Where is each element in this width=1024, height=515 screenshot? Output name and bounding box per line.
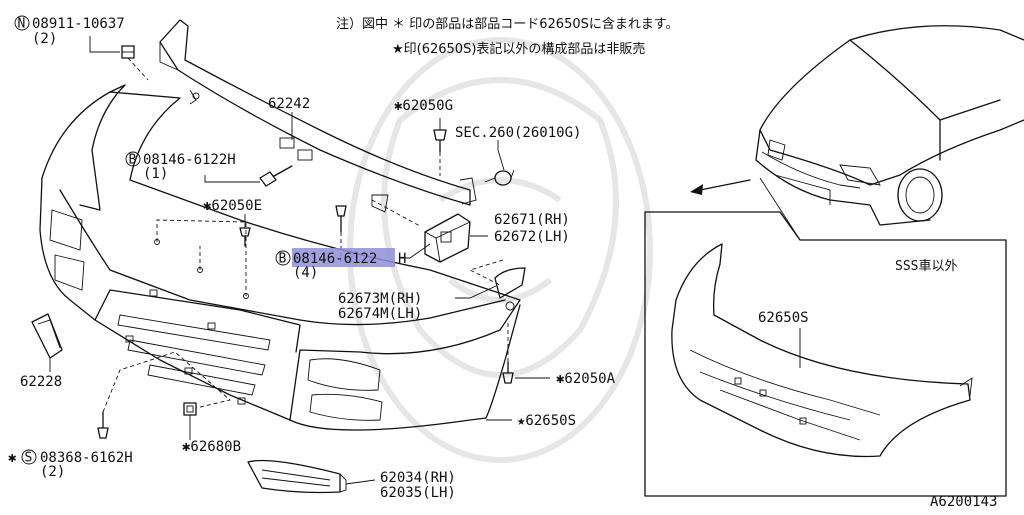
nut-quantity: (2) bbox=[32, 31, 57, 47]
circle-s-icon bbox=[21, 449, 37, 465]
clip-62050g[interactable] bbox=[433, 129, 447, 153]
clip-62050e[interactable] bbox=[239, 227, 251, 247]
circle-b-icon bbox=[125, 151, 141, 167]
inset-bumper-drawing[interactable] bbox=[671, 243, 973, 458]
screw-quantity: (2) bbox=[40, 464, 65, 480]
callout-bolt-upper[interactable]: B 08146-6122H (1) bbox=[125, 151, 236, 182]
bolt2-part-suffix: H bbox=[398, 251, 406, 267]
inset-title: SSS車以外 bbox=[895, 259, 957, 274]
label-62671[interactable]: 62671(RH) bbox=[494, 212, 570, 228]
label-62242[interactable]: 62242 bbox=[268, 96, 310, 112]
grommet-26010g[interactable] bbox=[484, 169, 515, 186]
label-62035[interactable]: 62035(LH) bbox=[380, 485, 456, 501]
callout-bolt-lower[interactable]: B 08146-6122 H (4) bbox=[275, 248, 406, 281]
screw-part-number: 08368-6162H bbox=[40, 450, 133, 466]
selection-highlight bbox=[292, 248, 395, 267]
inset-part-label[interactable]: 62650S bbox=[758, 310, 809, 326]
bumper-reinforcement-62242[interactable] bbox=[159, 19, 477, 213]
screw-prefix: ✱ bbox=[8, 450, 17, 466]
circle-n-icon bbox=[14, 15, 30, 31]
label-62034[interactable]: 62034(RH) bbox=[380, 470, 456, 486]
label-62228[interactable]: 62228 bbox=[20, 374, 62, 390]
screw-circle-letter: S bbox=[25, 451, 33, 466]
label-62050a[interactable]: ✱62050A bbox=[556, 371, 616, 387]
callout-screw[interactable]: ✱ S 08368-6162H (2) bbox=[8, 449, 133, 480]
bolt1-part-number: 08146-6122H bbox=[143, 152, 236, 168]
front-bumper-fascia[interactable] bbox=[39, 84, 521, 431]
label-62680b[interactable]: ✱62680B bbox=[182, 439, 241, 455]
nut-part-number: 08911-10637 bbox=[32, 16, 125, 32]
bolt2-circle-letter: B bbox=[279, 252, 287, 267]
nut-08911-10637[interactable] bbox=[121, 45, 135, 59]
label-62050g[interactable]: ✱62050G bbox=[394, 98, 453, 114]
note-line-1: 注）図中 ＊ 印の部品は部品コード62650Sに含まれます。 bbox=[336, 16, 679, 32]
bolt2-part-number: 08146-6122 bbox=[293, 251, 377, 267]
vehicle-overview-illustration bbox=[755, 25, 1024, 226]
clip-62680b[interactable] bbox=[183, 402, 197, 416]
note-line-2: ★印(62650S)表記以外の構成部品は非販売 bbox=[392, 41, 645, 57]
bolt1-circle-letter: B bbox=[129, 153, 137, 168]
screw-62050a[interactable] bbox=[502, 361, 514, 384]
label-62673m[interactable]: 62673M(RH) bbox=[338, 291, 422, 307]
circle-b-icon bbox=[275, 250, 291, 266]
label-sec260[interactable]: SEC.260(26010G) bbox=[455, 125, 581, 141]
label-62050e[interactable]: ✱62050E bbox=[203, 198, 262, 214]
inset-panel: SSS車以外 62650S bbox=[644, 211, 1007, 497]
diagram-code: A6200143 bbox=[930, 494, 997, 510]
leader-lines bbox=[49, 36, 550, 485]
label-62674m[interactable]: 62674M(LH) bbox=[338, 306, 422, 322]
fog-lamp-cover-62034[interactable] bbox=[247, 459, 347, 494]
bolt-08146-6122h-upper[interactable] bbox=[259, 165, 293, 187]
bolt-08146-6122h-lower[interactable] bbox=[335, 205, 347, 233]
label-62672[interactable]: 62672(LH) bbox=[494, 229, 570, 245]
arrow-to-inset bbox=[690, 179, 751, 195]
bumper-bracket-62671[interactable] bbox=[424, 213, 471, 263]
screw-08368-6162h[interactable] bbox=[97, 411, 109, 439]
label-62650s-main[interactable]: ★62650S bbox=[517, 413, 576, 429]
side-bracket-62673m[interactable] bbox=[494, 267, 526, 311]
bolt2-quantity: (4) bbox=[293, 265, 318, 281]
bolt1-quantity: (1) bbox=[143, 166, 168, 182]
callout-nut[interactable]: N 08911-10637 (2) bbox=[14, 15, 125, 47]
tow-hook-cover-62228[interactable] bbox=[31, 313, 63, 359]
nut-circle-letter: N bbox=[18, 17, 26, 32]
